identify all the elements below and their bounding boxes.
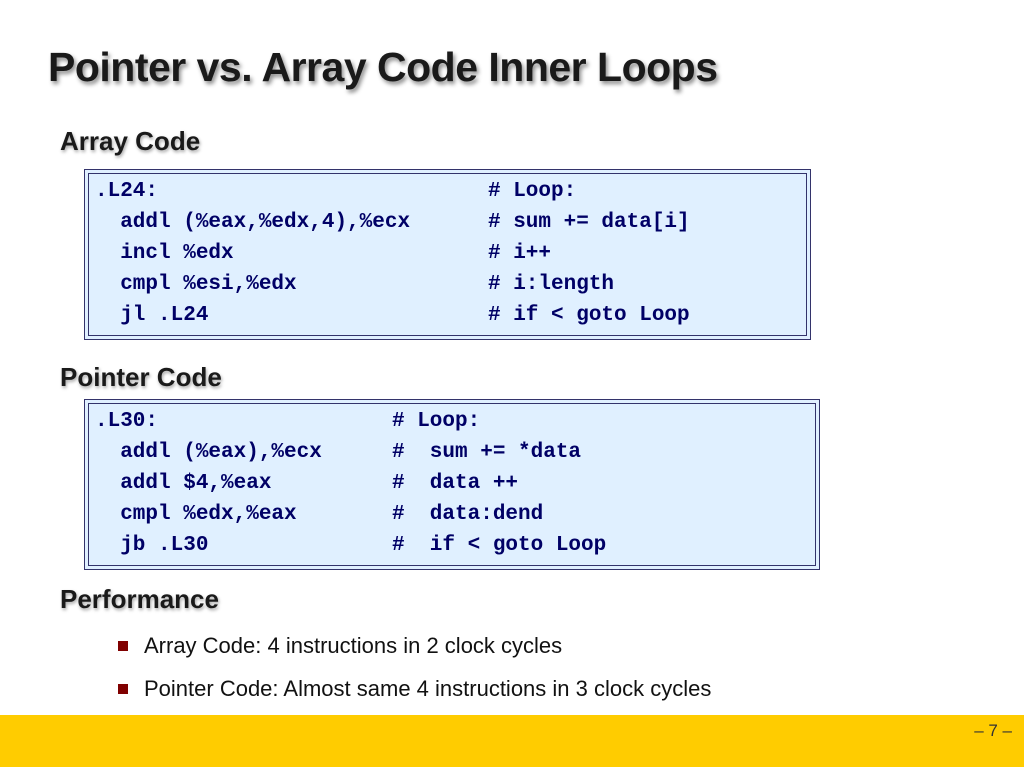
footer-bar: – 7 – — [0, 715, 1024, 767]
code-comment: # data:dend — [392, 503, 544, 526]
pointer-code-box: .L30: # Loop: addl (%eax),%ecx # sum += … — [84, 399, 820, 570]
code-instruction: addl $4,%eax — [95, 472, 272, 495]
pointer-code-heading: Pointer Code — [60, 362, 222, 392]
code-comment: # if < goto Loop — [488, 304, 690, 327]
square-bullet-icon — [118, 684, 128, 694]
bullet-text: Pointer Code: Almost same 4 instructions… — [144, 676, 712, 701]
array-code-heading: Array Code — [60, 126, 201, 156]
code-instruction: .L30: — [95, 410, 159, 433]
code-line: jb .L30 # if < goto Loop — [85, 530, 606, 561]
code-line: addl (%eax),%ecx # sum += *data — [85, 437, 581, 468]
array-code-box: .L24: # Loop: addl (%eax,%edx,4),%ecx # … — [84, 169, 811, 340]
code-instruction: cmpl %esi,%edx — [95, 273, 297, 296]
performance-heading: Performance — [60, 584, 219, 614]
code-line: cmpl %edx,%eax # data:dend — [85, 499, 543, 530]
code-comment: # i:length — [488, 273, 615, 296]
bullet-text: Array Code: 4 instructions in 2 clock cy… — [144, 633, 563, 658]
slide-title: Pointer vs. Array Code Inner Loops — [48, 44, 718, 90]
code-instruction: .L24: — [95, 180, 159, 203]
code-line: .L24: # Loop: — [85, 176, 576, 207]
code-line: addl $4,%eax # data ++ — [85, 468, 518, 499]
code-comment: # if < goto Loop — [392, 534, 607, 557]
code-line: incl %edx # i++ — [85, 238, 551, 269]
code-instruction: addl (%eax),%ecx — [95, 441, 322, 464]
code-comment: # Loop: — [392, 410, 481, 433]
code-line: jl .L24 # if < goto Loop — [85, 300, 689, 331]
code-instruction: jb .L30 — [95, 534, 209, 557]
code-line: cmpl %esi,%edx # i:length — [85, 269, 614, 300]
code-comment: # i++ — [488, 242, 552, 265]
code-line: addl (%eax,%edx,4),%ecx # sum += data[i] — [85, 207, 689, 238]
code-comment: # sum += data[i] — [488, 211, 690, 234]
square-bullet-icon — [118, 641, 128, 651]
code-line: .L30: # Loop: — [85, 406, 480, 437]
list-item: Array Code: 4 instructions in 2 clock cy… — [118, 630, 711, 673]
page-number: – 7 – — [974, 721, 1012, 740]
code-instruction: addl (%eax,%edx,4),%ecx — [95, 211, 411, 234]
code-instruction: cmpl %edx,%eax — [95, 503, 297, 526]
code-instruction: incl %edx — [95, 242, 234, 265]
code-comment: # Loop: — [488, 180, 577, 203]
list-item: Pointer Code: Almost same 4 instructions… — [118, 673, 711, 716]
code-comment: # sum += *data — [392, 441, 582, 464]
code-instruction: jl .L24 — [95, 304, 209, 327]
code-comment: # data ++ — [392, 472, 519, 495]
performance-list: Array Code: 4 instructions in 2 clock cy… — [118, 630, 711, 716]
